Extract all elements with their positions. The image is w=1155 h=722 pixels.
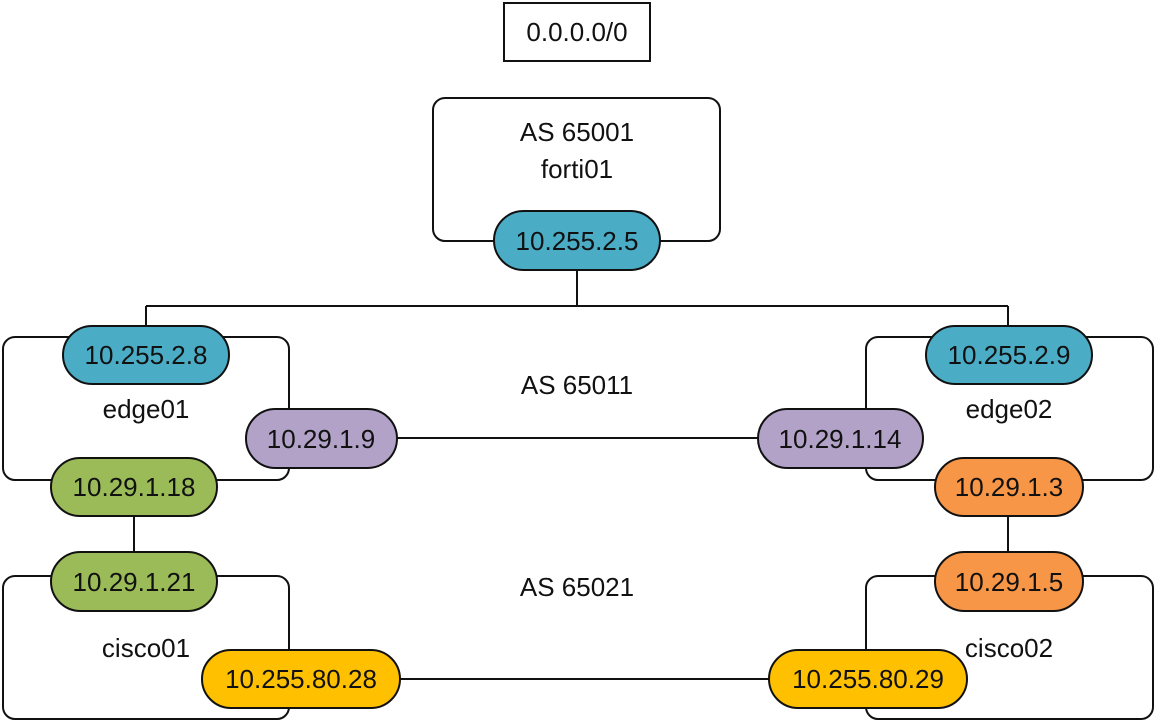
interface-pill bbox=[245, 408, 398, 469]
interface-edge01-top: 10.255.2.8 bbox=[62, 325, 230, 385]
forti-as-label: AS 65001 bbox=[520, 117, 634, 147]
interface-edge01-side: 10.29.1.9 bbox=[245, 408, 398, 469]
interface-pill bbox=[493, 210, 661, 271]
cisco02-name-label: cisco02 bbox=[965, 633, 1053, 663]
as-core-label: AS 65021 bbox=[520, 572, 634, 602]
interface-cisco01-top: 10.29.1.21 bbox=[50, 551, 218, 612]
edge01-ip-bottom-label: 10.29.1.18 bbox=[73, 472, 196, 502]
interface-edge02-bottom: 10.29.1.3 bbox=[934, 457, 1084, 517]
as-edge-label: AS 65011 bbox=[521, 370, 633, 400]
interface-pill bbox=[62, 325, 230, 385]
cisco01-ip-side-label: 10.255.80.28 bbox=[225, 664, 377, 694]
default-route-label: 0.0.0.0/0 bbox=[526, 17, 627, 47]
interface-pill bbox=[50, 457, 218, 517]
interface-pill bbox=[925, 325, 1093, 385]
cisco01-name-label: cisco01 bbox=[102, 633, 190, 663]
interface-edge01-bottom: 10.29.1.18 bbox=[50, 457, 218, 517]
edge02-ip-top-label: 10.255.2.9 bbox=[948, 340, 1071, 370]
interface-edge02-side: 10.29.1.14 bbox=[757, 408, 924, 469]
edge01-ip-top-label: 10.255.2.8 bbox=[85, 340, 208, 370]
forti-ip-label: 10.255.2.5 bbox=[516, 226, 639, 256]
default-route-box: 0.0.0.0/0 bbox=[503, 2, 651, 62]
interface-pill bbox=[201, 649, 401, 709]
forti-name-label: forti01 bbox=[541, 154, 613, 184]
interface-forti01: 10.255.2.5 bbox=[493, 210, 661, 271]
interface-pill bbox=[757, 408, 924, 469]
interface-pill bbox=[934, 457, 1084, 517]
cisco01-ip-top-label: 10.29.1.21 bbox=[73, 567, 196, 597]
interface-cisco02-side: 10.255.80.29 bbox=[768, 649, 968, 709]
interface-edge02-top: 10.255.2.9 bbox=[925, 325, 1093, 385]
edge02-ip-side-label: 10.29.1.14 bbox=[779, 424, 902, 454]
cisco02-ip-top-label: 10.29.1.5 bbox=[955, 567, 1063, 597]
edge01-ip-side-label: 10.29.1.9 bbox=[267, 424, 375, 454]
cisco02-ip-side-label: 10.255.80.29 bbox=[792, 664, 944, 694]
interface-pill bbox=[934, 551, 1084, 612]
connections bbox=[133, 270, 1009, 680]
edge02-ip-bottom-label: 10.29.1.3 bbox=[955, 472, 1063, 502]
interface-pill bbox=[50, 551, 218, 612]
interface-cisco01-side: 10.255.80.28 bbox=[201, 649, 401, 709]
router-forti01: AS 65001 forti01 bbox=[432, 97, 721, 242]
interface-pill bbox=[768, 649, 968, 709]
interface-cisco02-top: 10.29.1.5 bbox=[934, 551, 1084, 612]
edge01-name-label: edge01 bbox=[103, 394, 190, 424]
edge02-name-label: edge02 bbox=[966, 394, 1053, 424]
